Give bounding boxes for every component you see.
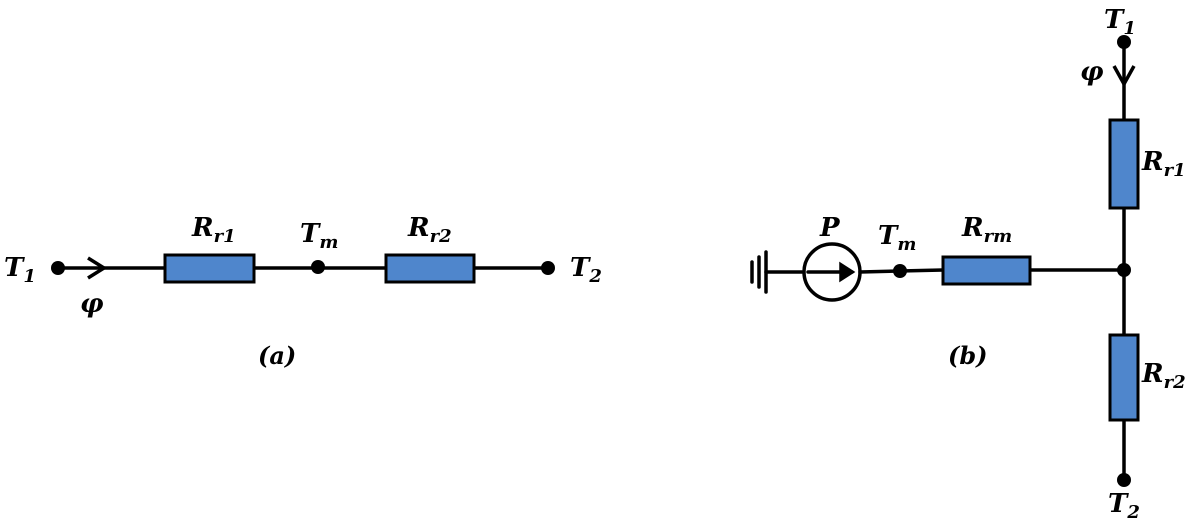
flow-arrow-a [87, 256, 108, 280]
resistor-a-rr1 [163, 253, 256, 284]
label-a-flow: φ [80, 289, 104, 319]
label-b-flow: φ [1080, 57, 1104, 87]
label-a-tm: Tm [300, 219, 338, 253]
caption-b: (b) [948, 341, 988, 370]
node-b-junction [1117, 263, 1131, 277]
node-a-tm [311, 260, 325, 274]
diagram-b: T1 φ Rr1 P Tm Rrm Rr2 T2 (b) [750, 5, 1186, 523]
resistor-b-rr1 [1108, 118, 1140, 210]
resistor-b-rrm [941, 255, 1032, 286]
heat-source-icon [802, 242, 862, 302]
label-b-rr1: Rr1 [1141, 147, 1186, 181]
label-a-t1: T1 [4, 253, 36, 287]
ground-icon [750, 250, 768, 294]
label-b-tm: Tm [878, 221, 916, 255]
node-a-t1 [51, 261, 65, 275]
label-a-rr2: Rr2 [407, 213, 452, 247]
label-b-rr2: Rr2 [1141, 359, 1186, 393]
node-b-t2 [1117, 473, 1131, 487]
flow-arrow-b [1112, 65, 1136, 88]
label-b-t2: T2 [1108, 489, 1140, 523]
node-b-tm [893, 264, 907, 278]
label-a-rr1: Rr1 [191, 213, 236, 247]
resistor-a-rr2 [384, 253, 476, 284]
resistor-b-rr2 [1108, 333, 1140, 422]
label-b-rrm: Rrm [961, 213, 1012, 247]
caption-a: (a) [258, 341, 296, 370]
label-b-t1: T1 [1104, 5, 1136, 39]
label-a-t2: T2 [570, 253, 602, 287]
node-a-t2 [541, 261, 555, 275]
label-b-source: P [819, 213, 841, 243]
diagram-a: T1 φ Rr1 Tm Rr2 T2 (a) [4, 213, 602, 370]
node-b-t1 [1117, 35, 1131, 49]
